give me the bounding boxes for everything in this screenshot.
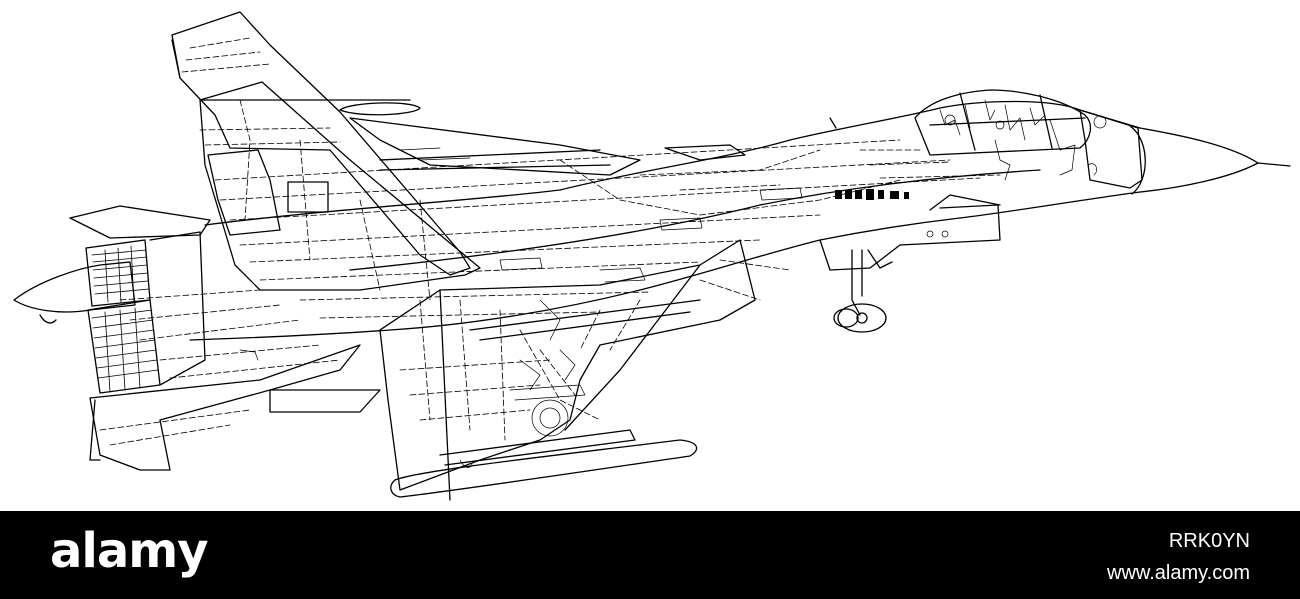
alamy-logo: alamy (50, 523, 209, 579)
gear-strut (851, 249, 863, 316)
fuselage-spine (349, 169, 1041, 271)
intake-lip (929, 194, 1001, 211)
cockpit-details (939, 99, 1107, 181)
gear-wheel-front (837, 303, 887, 333)
fuselage-top (204, 100, 1141, 226)
stabilizer (89, 344, 361, 471)
stabilizer-tail (269, 389, 381, 413)
canard-small (664, 144, 746, 161)
tail-fin-small (69, 205, 211, 239)
upper-wing (349, 117, 641, 176)
hidden-lines (99, 37, 1001, 446)
illustration-area (13, 11, 1291, 501)
cockpit-rim (1079, 109, 1143, 189)
wing-flap (469, 299, 701, 341)
nose-cone (1139, 127, 1259, 193)
intake (819, 204, 1001, 271)
rudder-plate (207, 149, 281, 236)
tail-hook (39, 314, 57, 324)
wing-leading-edge (564, 264, 701, 431)
fuselage-details (239, 147, 949, 468)
radome-ring (1129, 125, 1146, 195)
fighter-jet-drawing (13, 11, 1291, 501)
dorsal-antenna (829, 117, 837, 129)
gear-door (867, 249, 893, 269)
canopy-frame (929, 92, 1086, 151)
rudder-panel (287, 181, 329, 213)
wing-missile (390, 439, 698, 498)
upper-pod (339, 102, 421, 116)
nozzle-petals (91, 245, 159, 393)
rudder (199, 81, 481, 291)
missile-rail (439, 429, 636, 466)
site-url-label: www.alamy.com (1107, 562, 1250, 584)
tail-cone-upper (13, 261, 136, 313)
vertical-tail (171, 11, 471, 276)
nose-probe (1257, 162, 1291, 167)
gear-wheel-rear (833, 308, 859, 328)
gear-hub (856, 312, 868, 324)
stabilizer-edge (89, 399, 101, 461)
wing-root-edge (439, 289, 451, 501)
image-id-label: RRK0YN (1168, 530, 1250, 552)
side-vents (835, 189, 909, 200)
canopy (914, 89, 1092, 156)
fuselage-bottom (189, 191, 1141, 341)
tail-root (171, 39, 411, 101)
main-wing (379, 239, 756, 491)
upper-wing-rail (379, 149, 611, 171)
engine-housing (149, 231, 206, 386)
wing-details (509, 267, 646, 437)
watermark-bar: alamy RRK0YN www.alamy.com (0, 511, 1300, 599)
